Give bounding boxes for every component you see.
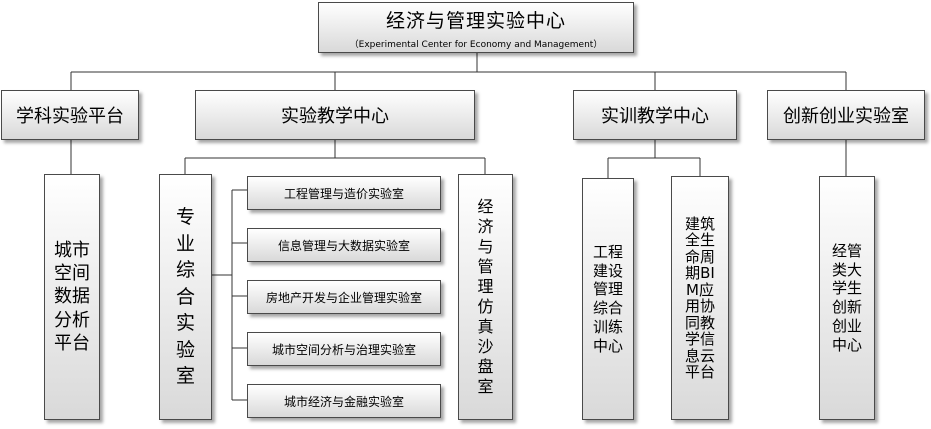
- urban-data-platform: 城市空间数据分析平台: [44, 174, 100, 420]
- unit-label: 经济与管理仿真沙盘室: [477, 197, 494, 396]
- lab-engineering-cost: 工程管理与造价实验室: [247, 176, 441, 210]
- lab-label: 城市空间分析与治理实验室: [271, 342, 416, 357]
- branch-label: 实训教学中心: [601, 106, 709, 127]
- branch-label: 学科实验平台: [16, 106, 124, 127]
- root-title: 经济与管理实验中心: [385, 9, 566, 32]
- branch-innovation-lab: 创新创业实验室: [767, 90, 925, 140]
- branch-label: 创新创业实验室: [783, 106, 909, 127]
- bim-cloud-platform: 建筑全生命周期BIM应用协同教学信息云平台: [671, 176, 729, 420]
- branch-teaching-center: 实验教学中心: [195, 90, 475, 140]
- unit-label: 建筑全生命周期BIM应用协同教学信息云平台: [684, 214, 715, 381]
- lab-urban-finance: 城市经济与金融实验室: [247, 384, 441, 418]
- comprehensive-lab: 专业综合实验室: [159, 174, 212, 420]
- branch-training-center: 实训教学中心: [573, 90, 737, 140]
- unit-label: 工程建设管理综合训练中心: [593, 242, 624, 355]
- branch-label: 实验教学中心: [281, 106, 389, 127]
- lab-label: 房地产开发与企业管理实验室: [265, 290, 422, 305]
- lab-realestate: 房地产开发与企业管理实验室: [247, 280, 441, 314]
- unit-label: 城市空间数据分析平台: [54, 239, 90, 355]
- engineering-training-center: 工程建设管理综合训练中心: [582, 178, 634, 420]
- lab-info-bigdata: 信息管理与大数据实验室: [247, 228, 441, 262]
- unit-label: 专业综合实验室: [175, 205, 195, 388]
- sim-sandbox-room: 经济与管理仿真沙盘室: [458, 174, 513, 420]
- lab-label: 城市经济与金融实验室: [283, 394, 404, 409]
- lab-label: 信息管理与大数据实验室: [277, 238, 410, 253]
- lab-urban-spatial: 城市空间分析与治理实验室: [247, 332, 441, 366]
- root-subtitle: （Experimental Center for Economy and Man…: [349, 39, 603, 50]
- branch-discipline-platform: 学科实验平台: [1, 90, 139, 140]
- lab-label: 工程管理与造价实验室: [283, 186, 404, 201]
- innovation-center: 经管类大学生创新创业中心: [819, 176, 875, 420]
- unit-label: 经管类大学生创新创业中心: [831, 241, 862, 354]
- root-node: 经济与管理实验中心 （Experimental Center for Econo…: [318, 2, 634, 53]
